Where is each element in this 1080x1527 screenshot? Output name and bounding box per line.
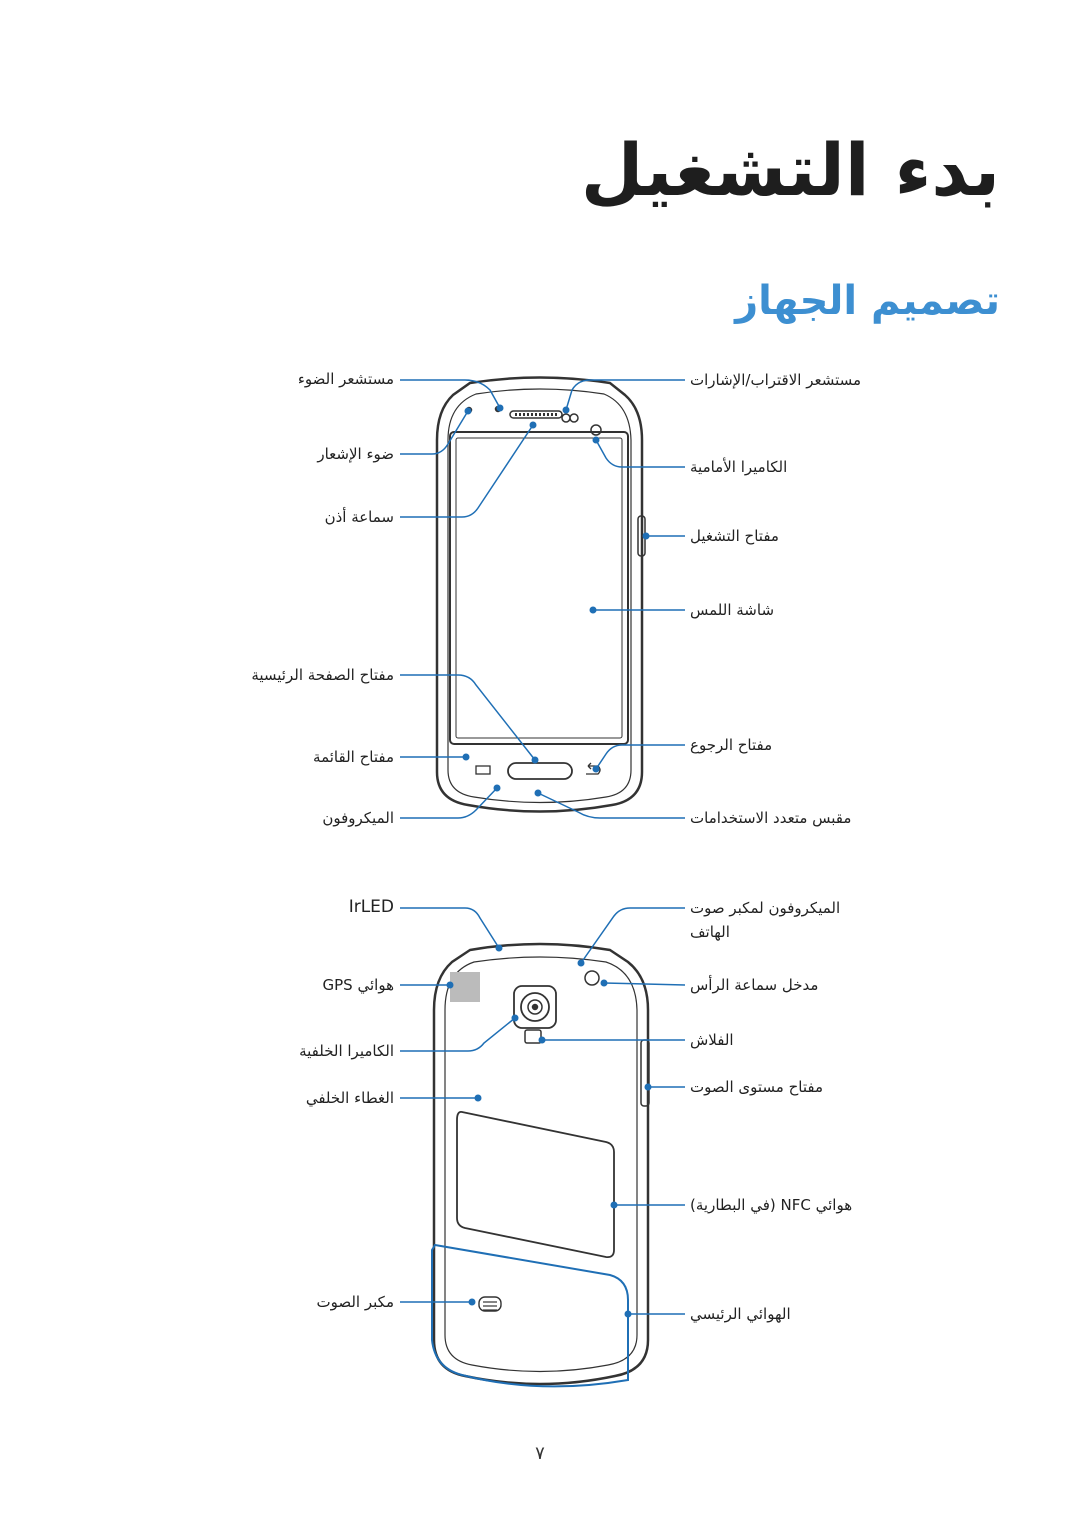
label-back-key: مفتاح الرجوع (690, 736, 773, 754)
label-touch-screen: شاشة اللمس (690, 601, 775, 619)
label-multipurpose-jack: مقبس متعدد الاستخدامات (690, 809, 852, 827)
label-back-cover: الغطاء الخلفي (305, 1089, 394, 1107)
back-device (432, 942, 650, 1386)
label-headset-jack: مدخل سماعة الرأس (690, 976, 819, 994)
front-device (435, 376, 646, 813)
label-power-key: مفتاح التشغيل (690, 527, 779, 545)
label-earpiece: سماعة أذن (324, 508, 394, 526)
page-number: ٧ (535, 1443, 545, 1464)
label-home-key: مفتاح الصفحة الرئيسية (251, 666, 394, 684)
callout-lines (400, 379, 686, 1315)
label-speaker: مكبر الصوت (316, 1293, 394, 1311)
label-main-antenna: الهوائي الرئيسي (690, 1305, 791, 1323)
label-flash: الفلاش (690, 1031, 734, 1049)
label-nfc-antenna: هوائي NFC (في البطارية) (690, 1196, 853, 1214)
label-rear-camera: الكاميرا الخلفية (299, 1042, 394, 1060)
page-title: بدء التشغيل (580, 128, 1000, 212)
callout-dots (446, 404, 652, 1318)
label-gps-antenna: هوائي GPS (322, 976, 394, 994)
label-speakerphone-mic-line2: الهاتف (690, 923, 730, 941)
label-irled: IrLED (348, 897, 394, 917)
label-gesture-sensor: مستشعر الاقتراب/الإشارات (690, 371, 862, 389)
section-title: تصميم الجهاز (735, 278, 1000, 324)
label-menu-key: مفتاح القائمة (313, 748, 394, 766)
label-microphone: الميكروفون (322, 809, 394, 827)
label-proximity-sensor: مستشعر الضوء (297, 370, 394, 388)
label-front-camera: الكاميرا الأمامية (690, 458, 788, 476)
label-notification-light: ضوء الإشعار (317, 445, 394, 463)
label-speakerphone-mic-line1: الميكروفون لمكبر صوت (690, 899, 841, 917)
label-volume-key: مفتاح مستوى الصوت (690, 1078, 823, 1096)
